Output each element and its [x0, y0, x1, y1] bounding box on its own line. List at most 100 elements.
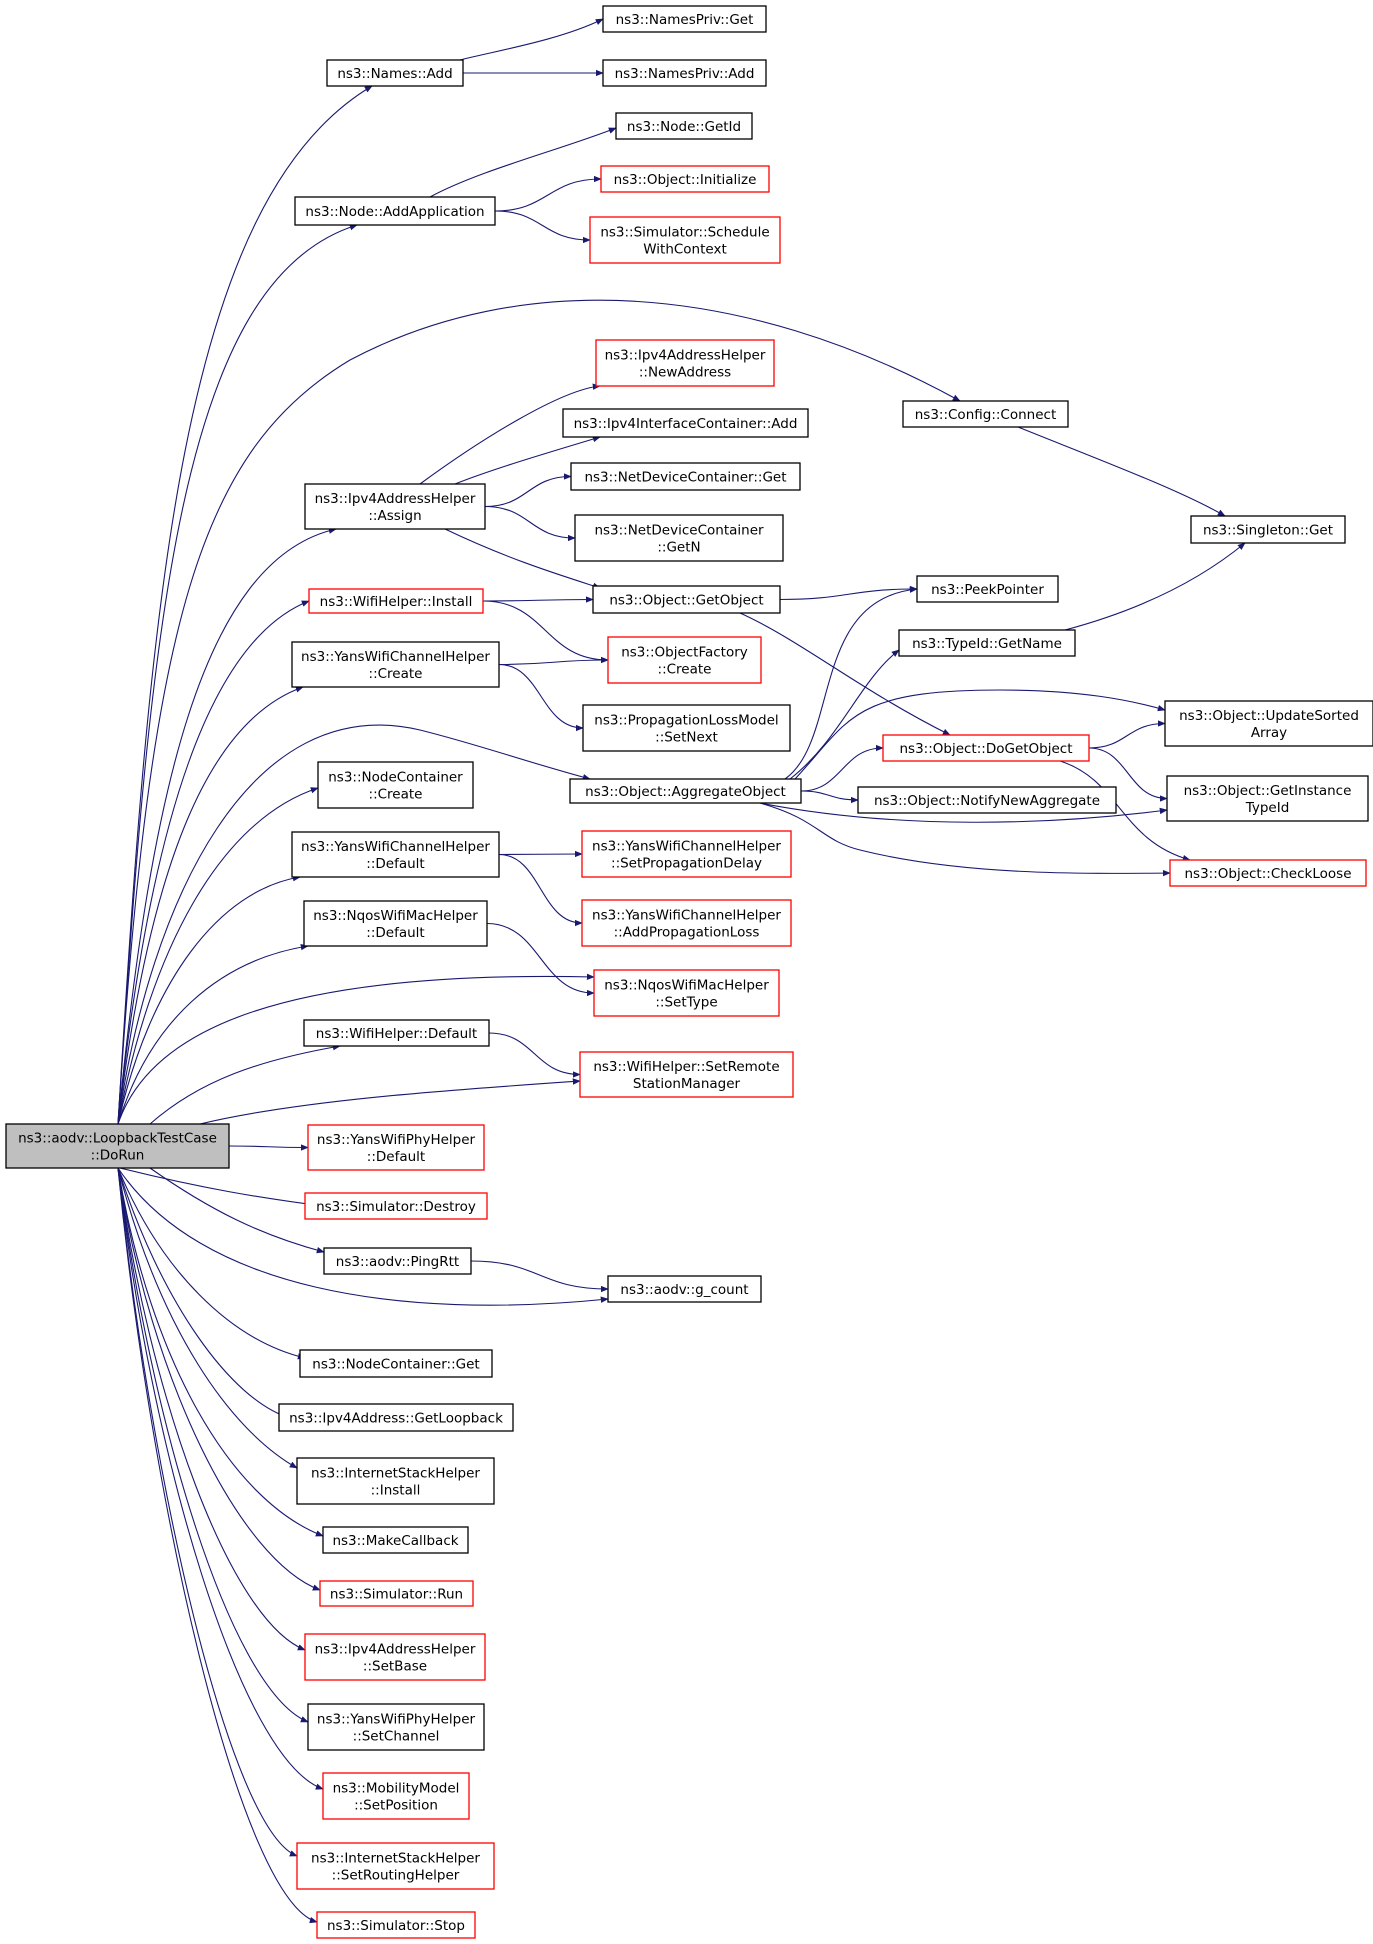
node-label: ns3::ObjectFactory — [621, 645, 748, 661]
node-label: ns3::Object::AggregateObject — [585, 784, 786, 800]
node-yans-chan-create[interactable]: ns3::YansWifiChannelHelper::Create — [291, 641, 500, 688]
node-label: ns3::NetDeviceContainer::Get — [584, 470, 786, 486]
edge-root-to-nodecont_get — [117, 1167, 306, 1360]
node-box — [291, 641, 500, 688]
edge-root-to-wifi_setremote — [199, 1078, 581, 1125]
edge-obj_dogetobject-to-obj_getinstancetypeid — [1088, 747, 1168, 802]
edge-names_add-to-namespriv_get — [459, 18, 604, 61]
node-label: StationManager — [633, 1076, 741, 1092]
node-label: ns3::Config::Connect — [915, 407, 1057, 423]
node-box — [322, 1772, 470, 1820]
node-namespriv-add[interactable]: ns3::NamesPriv::Add — [602, 59, 767, 87]
node-label: ::Default — [366, 856, 424, 872]
node-label: ns3::NetDeviceContainer — [594, 523, 764, 539]
node-proploss-setnext[interactable]: ns3::PropagationLossModel::SetNext — [582, 704, 791, 752]
edge-root-to-aodv_pingrtt — [149, 1167, 325, 1254]
node-objfactory-create[interactable]: ns3::ObjectFactory::Create — [607, 636, 762, 684]
node-yans-phy-default[interactable]: ns3::YansWifiPhyHelper::Default — [307, 1124, 485, 1171]
node-ipv4ah-newaddr[interactable]: ns3::Ipv4AddressHelper::NewAddress — [595, 339, 775, 387]
node-inetstack-setrouting[interactable]: ns3::InternetStackHelper::SetRoutingHelp… — [296, 1842, 495, 1890]
edge-root-to-inetstack_install — [117, 1167, 298, 1469]
edge-node_addapp-to-obj_initialize — [494, 175, 602, 212]
node-box — [1164, 700, 1373, 747]
node-label: ns3::WifiHelper::Default — [316, 1026, 477, 1042]
node-node-getid[interactable]: ns3::Node::GetId — [615, 112, 753, 140]
node-nqos-default[interactable]: ns3::NqosWifiMacHelper::Default — [303, 900, 488, 947]
edge-aodv_pingrtt-to-aodv_gcount — [470, 1260, 609, 1293]
node-label: ::AddPropagationLoss — [614, 925, 760, 941]
node-obj-initialize[interactable]: ns3::Object::Initialize — [600, 165, 770, 193]
node-mobility-setpos[interactable]: ns3::MobilityModel::SetPosition — [322, 1772, 470, 1820]
node-box — [916, 575, 1059, 603]
edge-obj_aggregate-to-obj_getinstancetypeid — [759, 802, 1168, 823]
node-ipv4ah-setbase[interactable]: ns3::Ipv4AddressHelper::SetBase — [304, 1633, 486, 1681]
node-obj-getobject[interactable]: ns3::Object::GetObject — [592, 585, 781, 614]
node-wifi-install[interactable]: ns3::WifiHelper::Install — [308, 588, 484, 614]
node-names-add[interactable]: ns3::Names::Add — [326, 59, 464, 87]
node-ndc-getn[interactable]: ns3::NetDeviceContainer::GetN — [574, 514, 784, 562]
node-yans-phy-setchannel[interactable]: ns3::YansWifiPhyHelper::SetChannel — [307, 1703, 485, 1751]
node-label: ns3::TypeId::GetName — [912, 636, 1062, 652]
node-label: ns3::Ipv4AddressHelper — [315, 491, 476, 507]
node-label: ::SetPropagationDelay — [611, 856, 762, 872]
node-config-connect[interactable]: ns3::Config::Connect — [902, 400, 1069, 428]
node-node-addapp[interactable]: ns3::Node::AddApplication — [294, 196, 496, 226]
node-box — [303, 900, 488, 947]
node-yans-chan-setpropdelay[interactable]: ns3::YansWifiChannelHelper::SetPropagati… — [581, 830, 792, 878]
node-label: ns3::Ipv4AddressHelper — [605, 348, 766, 364]
node-inetstack-install[interactable]: ns3::InternetStackHelper::Install — [296, 1457, 495, 1505]
node-label: ::GetN — [657, 540, 700, 556]
node-makecallback[interactable]: ns3::MakeCallback — [322, 1526, 469, 1554]
node-aodv-gcount[interactable]: ns3::aodv::g_count — [607, 1275, 762, 1303]
node-wifi-default[interactable]: ns3::WifiHelper::Default — [303, 1019, 490, 1047]
edge-ipv4ah_assign-to-ndc_getn — [484, 505, 576, 542]
node-label: ns3::YansWifiChannelHelper — [592, 839, 781, 855]
node-label: ns3::MakeCallback — [332, 1533, 458, 1549]
node-sim-destroy[interactable]: ns3::Simulator::Destroy — [304, 1192, 488, 1220]
node-ipv4ah-assign[interactable]: ns3::Ipv4AddressHelper::Assign — [304, 483, 486, 530]
node-nqos-settype[interactable]: ns3::NqosWifiMacHelper::SetType — [593, 969, 780, 1017]
node-obj-checkloose[interactable]: ns3::Object::CheckLoose — [1169, 859, 1367, 887]
node-ipv4addr-getloopback[interactable]: ns3::Ipv4Address::GetLoopback — [278, 1403, 514, 1432]
node-sim-stop[interactable]: ns3::Simulator::Stop — [316, 1911, 476, 1939]
edge-obj_aggregate-to-peekpointer — [784, 586, 918, 780]
node-yans-chan-addproploss[interactable]: ns3::YansWifiChannelHelper::AddPropagati… — [581, 899, 792, 947]
edge-ipv4ah_assign-to-ipv4ic_add — [454, 436, 601, 485]
edge-node_addapp-to-sim_schedwc — [494, 210, 591, 244]
node-label: ns3::Object::GetInstance — [1184, 783, 1352, 799]
node-nodecont-create[interactable]: ns3::NodeContainer::Create — [317, 761, 474, 809]
node-box — [304, 1192, 488, 1220]
edge-root-to-makecallback — [117, 1167, 324, 1537]
node-box — [592, 585, 781, 614]
node-obj-notifynewagg[interactable]: ns3::Object::NotifyNewAggregate — [857, 786, 1117, 814]
node-namespriv-get[interactable]: ns3::NamesPriv::Get — [602, 5, 767, 33]
node-obj-dogetobject[interactable]: ns3::Object::DoGetObject — [882, 734, 1090, 762]
node-peekpointer[interactable]: ns3::PeekPointer — [916, 575, 1059, 603]
node-label: ns3::NodeContainer — [328, 770, 463, 786]
node-label: ::Default — [366, 925, 424, 941]
node-obj-aggregate[interactable]: ns3::Object::AggregateObject — [569, 778, 802, 804]
edge-root-to-sim_destroy — [119, 1167, 331, 1210]
node-box — [322, 1526, 469, 1554]
node-label: ns3::Simulator::Schedule — [600, 225, 769, 241]
node-ndc-get[interactable]: ns3::NetDeviceContainer::Get — [570, 462, 801, 491]
node-ipv4ic-add[interactable]: ns3::Ipv4InterfaceContainer::Add — [562, 408, 809, 438]
node-label: ns3::aodv::g_count — [620, 1282, 748, 1298]
node-nodecont-get[interactable]: ns3::NodeContainer::Get — [299, 1349, 493, 1378]
node-typeid-getname[interactable]: ns3::TypeId::GetName — [898, 629, 1076, 657]
edge-node_addapp-to-node_getid — [429, 127, 617, 198]
node-aodv-pingrtt[interactable]: ns3::aodv::PingRtt — [323, 1247, 472, 1275]
node-root[interactable]: ns3::aodv::LoopbackTestCase::DoRun — [5, 1123, 230, 1169]
node-box — [5, 1123, 230, 1169]
node-label: ns3::YansWifiChannelHelper — [592, 908, 781, 924]
node-sim-run[interactable]: ns3::Simulator::Run — [319, 1580, 474, 1607]
node-label: ns3::Object::CheckLoose — [1184, 866, 1351, 882]
node-singleton-get[interactable]: ns3::Singleton::Get — [1190, 515, 1346, 544]
node-label: ns3::YansWifiPhyHelper — [317, 1132, 476, 1148]
edge-ipv4ah_assign-to-ipv4ah_newaddr — [419, 383, 601, 485]
node-yans-chan-default[interactable]: ns3::YansWifiChannelHelper::Default — [291, 831, 500, 878]
